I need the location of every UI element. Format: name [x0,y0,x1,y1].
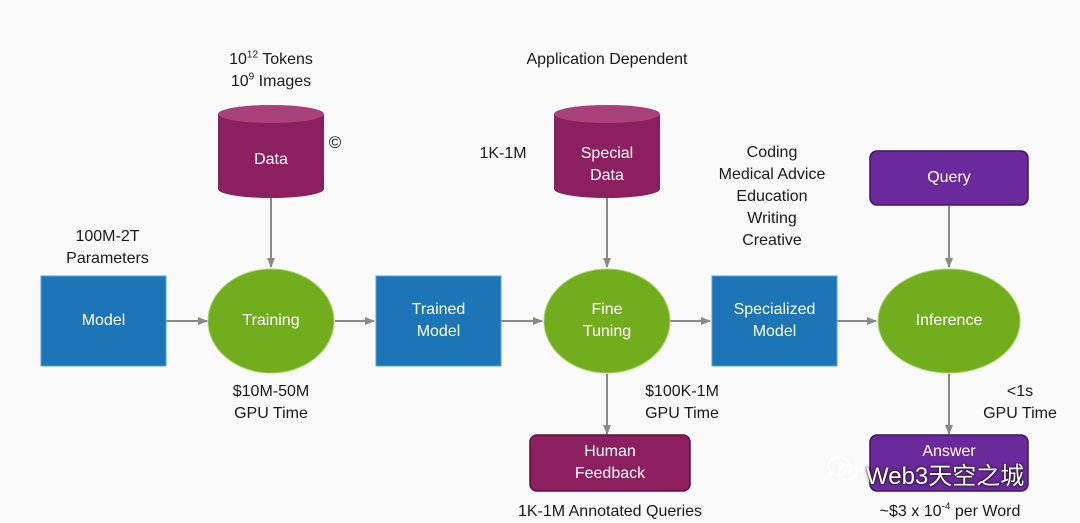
tokens-base: 10 [229,51,247,68]
query-label: Query [870,151,1028,205]
human-feedback-line1: Human [584,443,636,460]
finetune-cost-line2: GPU Time [645,405,719,422]
specialized-model-line2: Model [752,323,797,340]
domain-education: Education [736,188,808,205]
domain-creative: Creative [742,232,802,249]
fine-tuning-line2: Tuning [582,323,632,340]
special-data-cylinder [554,105,660,198]
answer-cost-suffix: per Word [950,503,1021,520]
inference-time-line2: GPU Time [983,405,1057,422]
copyright-mark: © [328,133,342,152]
model-box [40,275,167,367]
answer-label: Answer [870,437,1028,467]
domain-writing: Writing [747,210,797,227]
fine-tuning-label: Fine Tuning [544,269,670,373]
tokens-line: 1012 Tokens [196,49,346,71]
answer-cost-label: ~$3 x 10-4 per Word [855,501,1045,523]
finetune-cost-line1: $100K-1M [645,383,719,400]
inference-label-text: Inference [915,312,983,329]
data-label-text: Data [254,151,288,168]
fine-tuning-line1: Fine [591,301,623,318]
answer-box [869,434,1029,492]
query-label-text: Query [927,169,971,186]
watermark-text: Web3天空之城 [866,463,1025,490]
trained-model-label: Trained Model [376,276,501,366]
specialized-model-box [711,275,838,367]
training-label: Training [208,269,334,373]
annotated-queries-label: 1K-1M Annotated Queries [517,503,703,520]
human-feedback-label: Human Feedback [530,435,690,491]
parameters-line2: Parameters [66,250,149,267]
trained-model-line1: Trained [411,301,466,318]
inference-time-label: <1s GPU Time [970,381,1070,425]
images-exponent: 9 [248,71,255,83]
wechat-icon-svg [827,456,858,481]
inference-label: Inference [878,269,1020,373]
answer-cost-prefix: ~$3 x 10 [879,503,942,520]
training-cost-label: $10M-50M GPU Time [201,381,341,425]
finetune-cost-label: $100K-1M GPU Time [622,381,742,425]
answer-label-text: Answer [922,443,976,460]
data-cylinder [218,105,324,198]
inference-ellipse [877,268,1021,374]
images-line: 109 Images [196,71,346,93]
model-label: Model [41,276,166,366]
domain-medical-advice: Medical Advice [718,166,826,183]
training-cost-line1: $10M-50M [232,383,310,400]
data-label: Data [218,128,324,192]
application-dependent-label: Application Dependent [526,51,688,68]
fine-tuning-ellipse [543,268,671,374]
tokens-unit: Tokens [258,51,313,68]
training-cost-line2: GPU Time [234,405,308,422]
training-ellipse [207,268,335,374]
inference-time-line1: <1s [1006,383,1034,400]
specialized-model-line1: Specialized [733,301,816,318]
wechat-icon [826,455,860,490]
images-base: 10 [230,73,249,90]
parameters-label: 100M-2T Parameters [40,226,175,270]
domain-coding: Coding [746,144,798,161]
tokens-exponent: 12 [246,49,259,61]
trained-model-box [375,275,502,367]
human-feedback-box [529,434,691,492]
special-data-size-label: 1K-1M [479,145,527,162]
special-data-line1: Special [580,145,634,162]
data-volume-label: 1012 Tokens 109 Images [196,49,346,93]
training-label-text: Training [242,312,300,329]
trained-model-line2: Model [416,323,461,340]
special-data-line2: Data [590,167,624,184]
answer-cost-exponent: -4 [941,501,951,513]
model-label-text: Model [81,312,126,329]
query-box [869,150,1029,206]
special-data-label: Special Data [554,133,660,197]
arrows [166,197,953,435]
images-unit: Images [254,73,312,90]
domains-list: Coding Medical Advice Education Writing … [696,142,848,252]
specialized-model-label: Specialized Model [712,276,837,366]
human-feedback-line2: Feedback [574,465,646,482]
parameters-line1: 100M-2T [75,228,140,245]
